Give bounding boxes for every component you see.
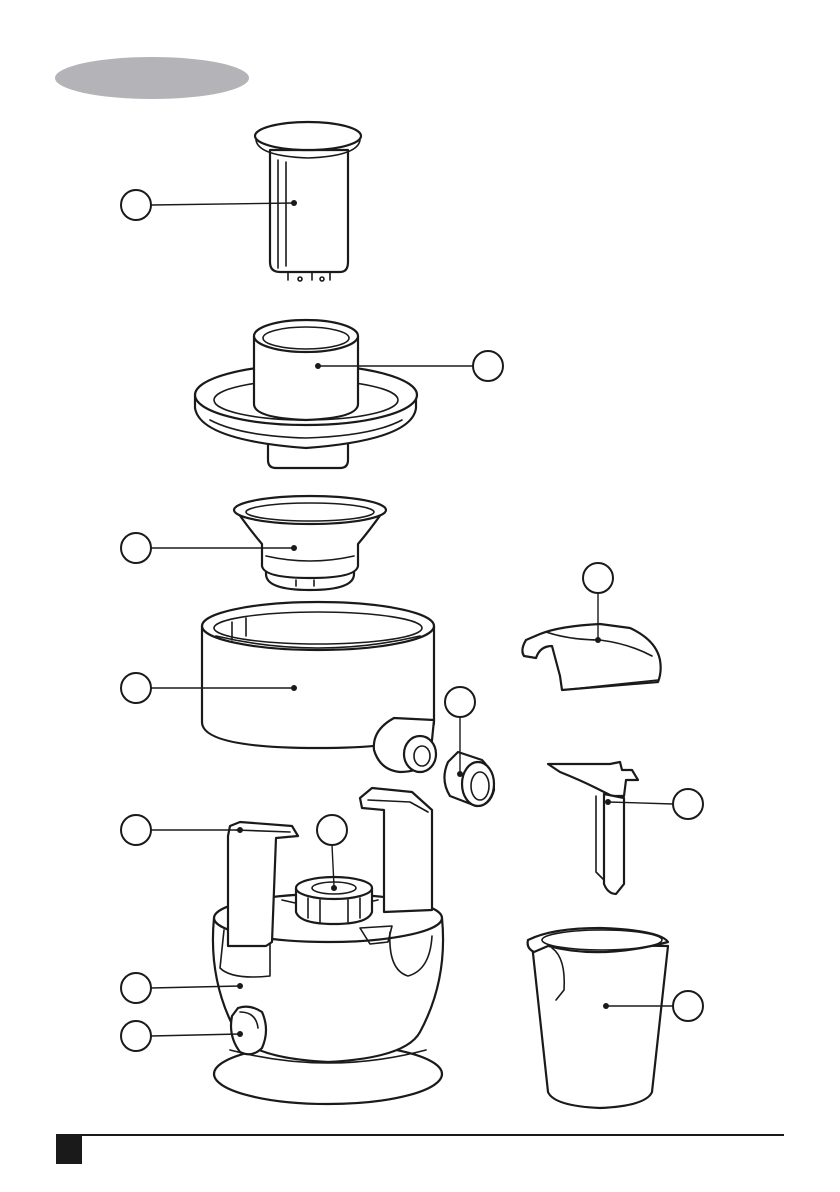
callout-locking-arm	[121, 815, 151, 845]
callout-feed-tube-lid	[473, 351, 503, 381]
callout-switch	[121, 1021, 151, 1051]
cleaning-brush-icon	[548, 762, 638, 894]
callout-motor-base	[121, 973, 151, 1003]
food-pusher-icon	[255, 122, 361, 281]
callout-juice-collector	[121, 673, 151, 703]
juice-collector-icon	[202, 602, 436, 772]
juice-jug-icon	[528, 928, 668, 1108]
callout-pusher	[121, 190, 151, 220]
callout-drive-coupling	[317, 815, 347, 845]
switch-icon	[231, 1007, 266, 1055]
filter-basket-icon	[234, 496, 386, 590]
callout-pulp-cover	[583, 563, 613, 593]
section-badge	[55, 57, 249, 99]
feed-tube-lid-icon	[195, 320, 417, 468]
pulp-cover-icon	[522, 624, 660, 690]
callout-cleaning-brush	[673, 789, 703, 819]
juice-spout-icon	[444, 752, 494, 806]
page-marker	[56, 1134, 82, 1164]
callout-filter-basket	[121, 533, 151, 563]
callout-juice-spout	[445, 687, 475, 717]
callout-juice-jug	[673, 991, 703, 1021]
